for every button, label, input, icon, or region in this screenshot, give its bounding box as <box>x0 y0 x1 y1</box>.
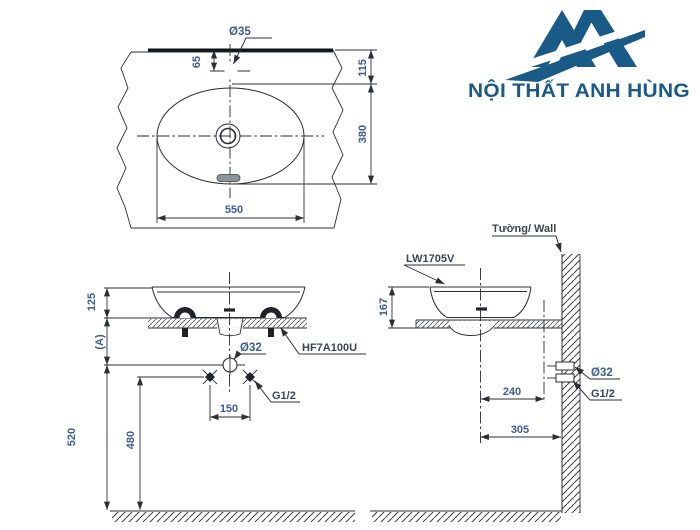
wall-fitting-supply <box>547 373 575 383</box>
dim-125: 125 <box>86 293 98 311</box>
top-view: 65 115 380 550 Ø35 <box>116 26 377 229</box>
drain-boss-gap <box>217 319 243 328</box>
dim-240: 240 <box>503 386 521 398</box>
label-supply-thread-front: G1/2 <box>272 390 296 402</box>
dim-550: 550 <box>225 204 243 216</box>
label-drain-dia-side: Ø32 <box>591 367 613 379</box>
basin-side-left <box>151 286 173 318</box>
bracket-right-stem <box>268 328 274 337</box>
bracket-left-inner <box>179 312 191 318</box>
brand-name: NỘI THẤT ANH HÙNG <box>468 80 690 102</box>
logo-letter-a-left <box>528 10 596 67</box>
dim-167: 167 <box>378 298 390 316</box>
label-supply-thread-side: G1/2 <box>591 388 615 400</box>
label-bracket: HF7A100U <box>302 342 357 354</box>
leader-model <box>403 264 465 285</box>
dim-150: 150 <box>220 403 238 415</box>
logo-swoosh-cut <box>497 22 645 78</box>
wall-fitting-drain <box>547 361 575 371</box>
side-basin-left <box>429 286 448 318</box>
dim-520: 520 <box>66 428 78 446</box>
dim-305: 305 <box>511 424 529 436</box>
label-wall: Tường/ Wall <box>492 223 556 235</box>
supply-hole-left <box>202 369 218 385</box>
bracket-left-stem <box>182 328 188 337</box>
overflow-slot <box>216 174 241 182</box>
dim-65: 65 <box>191 56 203 68</box>
side-view: 167 240 305 LW1705V Tường/ Wall Ø32 G1/2 <box>378 223 622 513</box>
leader-bracket <box>280 327 366 355</box>
floor-hatch-left <box>112 512 355 522</box>
bracket-right-inner <box>265 312 277 318</box>
leader-wall <box>492 235 562 253</box>
dim-480: 480 <box>125 431 137 449</box>
leader-drain-side <box>574 366 620 380</box>
dim-380: 380 <box>357 125 369 143</box>
label-drain-dia-front: Ø32 <box>240 342 262 354</box>
side-bowl-gap <box>450 321 494 328</box>
leader-drain-front <box>233 350 266 360</box>
wall-hatch <box>562 254 580 513</box>
break-line-right <box>331 49 344 229</box>
dim-115: 115 <box>357 59 369 77</box>
supply-hole-right <box>242 369 258 385</box>
faucet-hole <box>224 64 238 78</box>
floor <box>110 510 562 522</box>
leader-supply-side <box>572 380 622 401</box>
label-faucet-dia: Ø35 <box>229 26 251 38</box>
front-view: 125 (A) 520 480 150 Ø32 G1/2 HF7A100U <box>66 272 366 510</box>
leader-supply-front <box>254 380 300 403</box>
drain-boss-outline <box>216 318 244 337</box>
logo-swoosh <box>505 30 645 82</box>
brand-logo: NỘI THẤT ANH HÙNG <box>468 10 690 102</box>
basin-side-right <box>284 286 306 318</box>
bowl-underside <box>449 325 495 336</box>
leader-faucet-hole <box>233 37 272 65</box>
side-basin-right <box>513 286 532 318</box>
label-model: LW1705V <box>406 253 455 265</box>
drain-outer-circle <box>215 123 241 149</box>
floor-hatch-right <box>372 512 561 522</box>
drain-inner-circle <box>219 127 237 145</box>
break-line-left <box>116 51 132 229</box>
dim-A: (A) <box>94 334 106 350</box>
